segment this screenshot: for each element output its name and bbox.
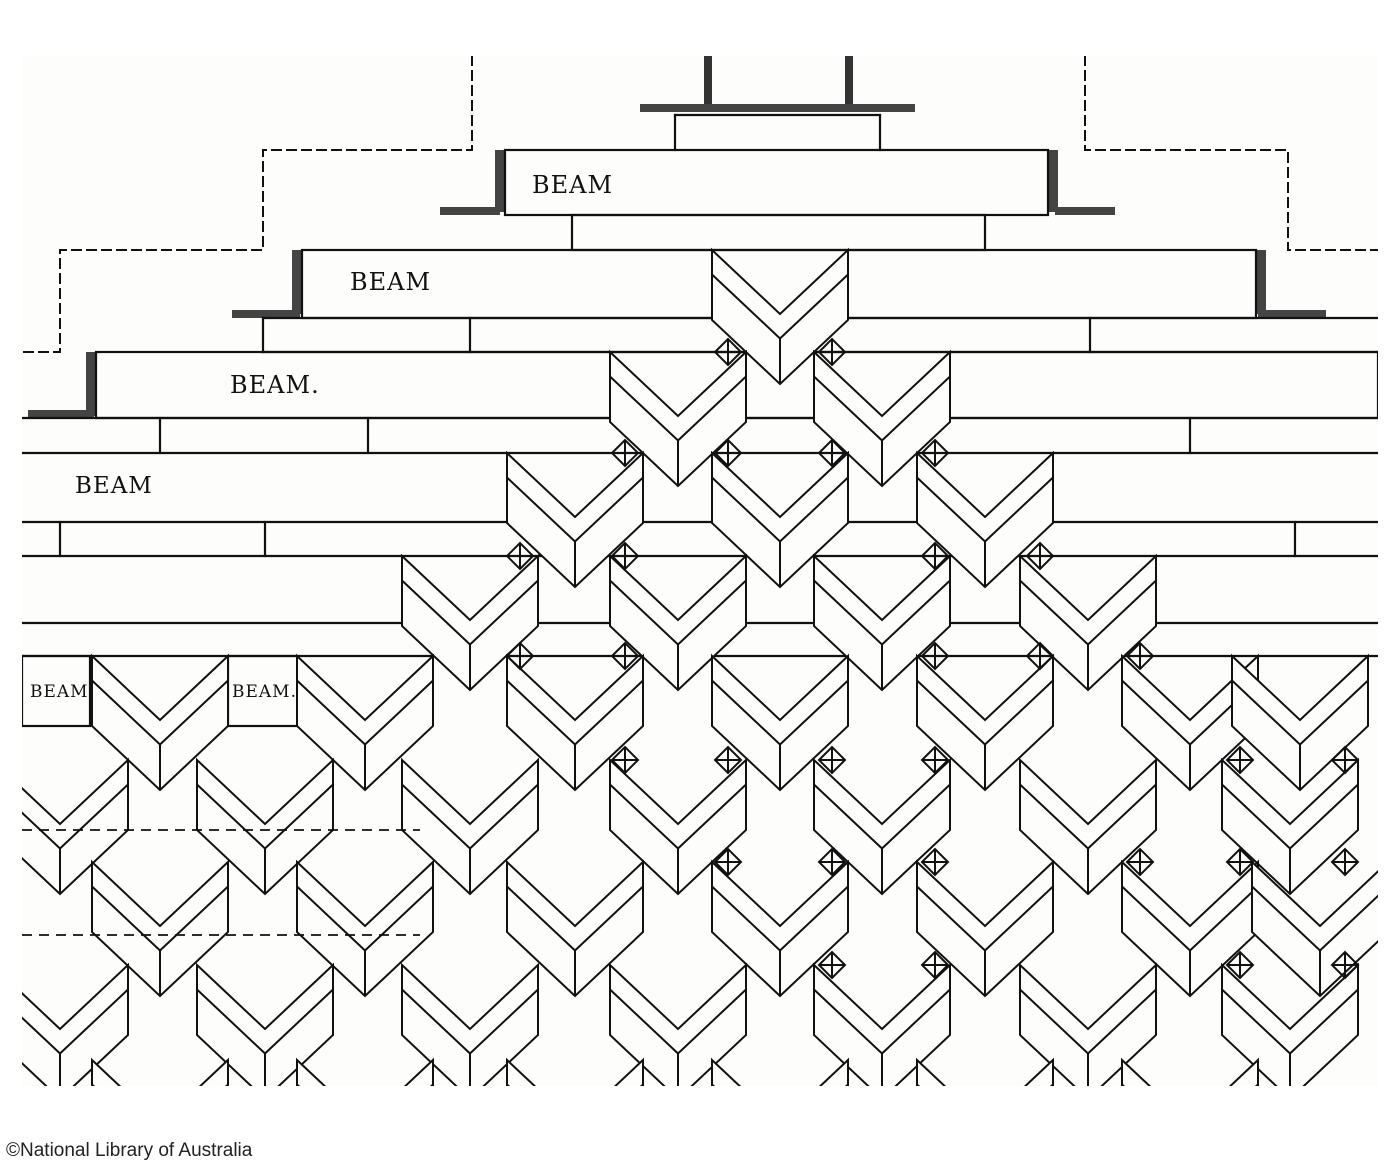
cross-diamond [817,337,847,367]
chevron-block [1251,859,1378,998]
beam-label: BEAM. [232,682,297,702]
cross-diamond [1225,847,1255,877]
copyright-credit: ©National Library of Australia [6,1140,253,1161]
chevron-block [401,757,539,896]
beam-and-chevron-drawing: BEAM BEAM BEAM. BEAM BEAM BEAM. [22,56,1378,1086]
cross-diamond [1330,745,1360,775]
cross-diamond [713,438,743,468]
top-column [640,56,915,152]
chevron-block [916,1057,1054,1086]
beam-label: BEAM [532,171,613,199]
cross-diamond [817,847,847,877]
chevron-block [916,859,1054,998]
chevron-block [916,653,1054,792]
chevron-block [401,962,539,1086]
cross-diamond [610,641,640,671]
cross-diamond [505,541,535,571]
chevron-block [711,450,849,589]
chevron-block [91,1057,229,1086]
chevron-block [1121,1057,1259,1086]
cross-diamond [1125,847,1155,877]
cross-diamond [713,847,743,877]
chevron-block [916,450,1054,589]
chevron-block [91,859,229,998]
cross-diamond [817,950,847,980]
chevron-block [506,1057,644,1086]
cross-diamond [713,337,743,367]
chevron-block [22,757,129,896]
chevron-block [296,653,434,792]
cross-diamond [920,641,950,671]
cross-diamond [1225,950,1255,980]
cross-diamond [817,745,847,775]
chevron-block [711,247,849,386]
cross-diamond [817,438,847,468]
cross-diamond [610,745,640,775]
chevron-block [506,653,644,792]
beam-label: BEAM. [230,371,320,399]
architectural-drawing: BEAM BEAM BEAM. BEAM BEAM BEAM. [22,56,1378,1086]
cross-diamond [920,950,950,980]
chevron-block [1221,757,1359,896]
beam-label: BEAM [350,268,431,296]
cross-diamond [713,745,743,775]
cross-diamond [1125,641,1155,671]
chevron-block [196,962,334,1086]
cross-diamond [920,847,950,877]
chevron-block [506,450,644,589]
chevron-block [1019,962,1157,1086]
chevron-block [91,653,229,792]
chevron-block [1221,962,1359,1086]
cross-diamond [920,541,950,571]
chevron-block [1231,653,1369,792]
cross-diamond [610,541,640,571]
chevron-block [296,1057,434,1086]
dashed-outline [22,56,1378,353]
construction-lines [22,829,420,936]
chevron-block [711,653,849,792]
chevron-block [813,962,951,1086]
chevron-block [506,859,644,998]
chevron-block [22,962,129,1086]
cross-diamond [610,438,640,468]
cross-diamond [1225,745,1255,775]
beam-tier-1 [440,148,1115,252]
chevron-block [711,859,849,998]
chevron-block [711,1057,849,1086]
beam-label: BEAM [30,682,89,702]
cross-diamond [505,641,535,671]
chevron-block [296,859,434,998]
cross-diamond [1330,847,1360,877]
beam-label: BEAM [75,473,153,499]
chevron-block [609,962,747,1086]
cross-diamond [1025,641,1055,671]
cross-diamond [1025,541,1055,571]
cross-diamond [920,745,950,775]
chevron-block [401,553,539,692]
cross-diamond [1330,950,1360,980]
cross-diamond [920,438,950,468]
